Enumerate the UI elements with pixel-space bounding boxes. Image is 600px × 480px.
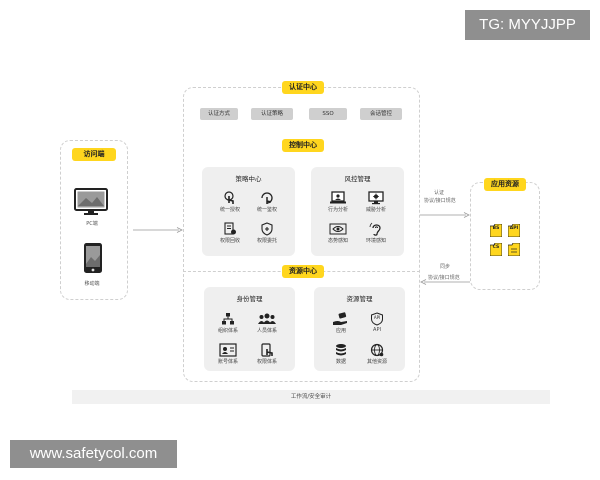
auth-method-button[interactable]: 认证方式 [200, 108, 238, 120]
watermark-top: TG: MYYJJPP [465, 10, 590, 40]
resource-item-app[interactable]: 应用 [316, 311, 366, 334]
policy-item-authenticate[interactable]: 统一鉴权 [242, 190, 292, 213]
auth-center-tag: 认证中心 [282, 81, 324, 94]
database-icon [334, 342, 348, 356]
risk-title: 风控管理 [344, 175, 371, 183]
access-tag: 访问端 [72, 148, 116, 161]
risk-panel [311, 167, 404, 256]
pc-monitor-icon [74, 188, 108, 216]
app-resources-container [470, 182, 540, 290]
id-card-icon [219, 342, 237, 357]
shield-plus-icon [260, 221, 274, 236]
org-tree-icon [221, 311, 235, 325]
access-container [60, 140, 128, 300]
resource-center-tag: 资源中心 [282, 265, 324, 278]
identity-item-permission[interactable]: 权限体系 [242, 342, 292, 365]
auth-arrow-label-1: 认证 [434, 190, 445, 196]
api-shield-icon: API [370, 311, 384, 326]
risk-item-threat[interactable]: 威胁分析 [351, 190, 401, 213]
policy-item-delegate[interactable]: 权限委托 [242, 221, 292, 244]
hand-touch-icon [223, 190, 237, 204]
monitor-virus-icon [367, 190, 385, 205]
risk-item-situation[interactable]: 态势感知 [313, 221, 363, 244]
policy-item-authorize[interactable]: 统一授权 [205, 190, 255, 213]
identity-item-people[interactable]: 人员体系 [242, 311, 292, 334]
identity-item-org[interactable]: 组织体系 [203, 311, 253, 334]
workflow-audit-bar: 工作流/安全审计 [72, 390, 550, 404]
policy-item-revoke[interactable]: 权限回收 [205, 221, 255, 244]
identity-title: 身份管理 [236, 295, 263, 303]
sync-arrow-label-1: 同步 [440, 264, 451, 270]
session-control-button[interactable]: 会话管控 [360, 108, 402, 120]
pc-label: PC端 [86, 221, 98, 227]
phone-touch-icon [260, 342, 274, 357]
folder-icon [507, 241, 521, 257]
resource-item-data[interactable]: 数据 [316, 342, 366, 365]
resource-item-other[interactable]: 其他资源 [352, 342, 402, 365]
access-arrow [133, 219, 183, 233]
policy-center-title: 策略中心 [235, 175, 262, 183]
risk-item-behavior[interactable]: 行为分析 [313, 190, 363, 213]
refresh-touch-icon [260, 190, 274, 204]
app-resources-tag: 应用资源 [484, 178, 526, 191]
mobile-phone-icon [83, 242, 103, 274]
identity-item-account[interactable]: 账号体系 [203, 342, 253, 365]
sso-button[interactable]: SSO [309, 108, 347, 120]
ear-icon [369, 221, 383, 236]
eye-scan-icon [329, 221, 347, 235]
sync-arrow-label-2: 协议/接口规范 [428, 275, 460, 281]
risk-item-environment[interactable]: 环境感知 [351, 221, 401, 244]
sync-arrow [420, 271, 470, 285]
auth-policy-button[interactable]: 认证策略 [251, 108, 293, 120]
folder-cs-icon: CS [489, 241, 503, 257]
people-group-icon [258, 311, 276, 325]
mobile-label: 移动端 [84, 281, 100, 287]
resources-title: 资源管理 [346, 295, 373, 303]
identity-panel [204, 287, 295, 371]
folder-api-icon: API [507, 222, 521, 238]
resource-item-api[interactable]: API API [352, 311, 402, 333]
document-user-icon [223, 221, 237, 235]
folder-bs-icon: BS [489, 222, 503, 238]
control-center-tag: 控制中心 [282, 139, 324, 152]
api-icon-text: API [373, 315, 381, 320]
policy-center-panel [202, 167, 295, 256]
globe-icon [370, 342, 384, 357]
resources-panel [314, 287, 405, 371]
laptop-user-icon [329, 190, 347, 204]
auth-arrow-label-2: 协议/接口规范 [424, 198, 456, 204]
hand-app-icon [332, 311, 350, 325]
watermark-bottom: www.safetycol.com [10, 440, 177, 468]
auth-arrow [420, 204, 470, 218]
